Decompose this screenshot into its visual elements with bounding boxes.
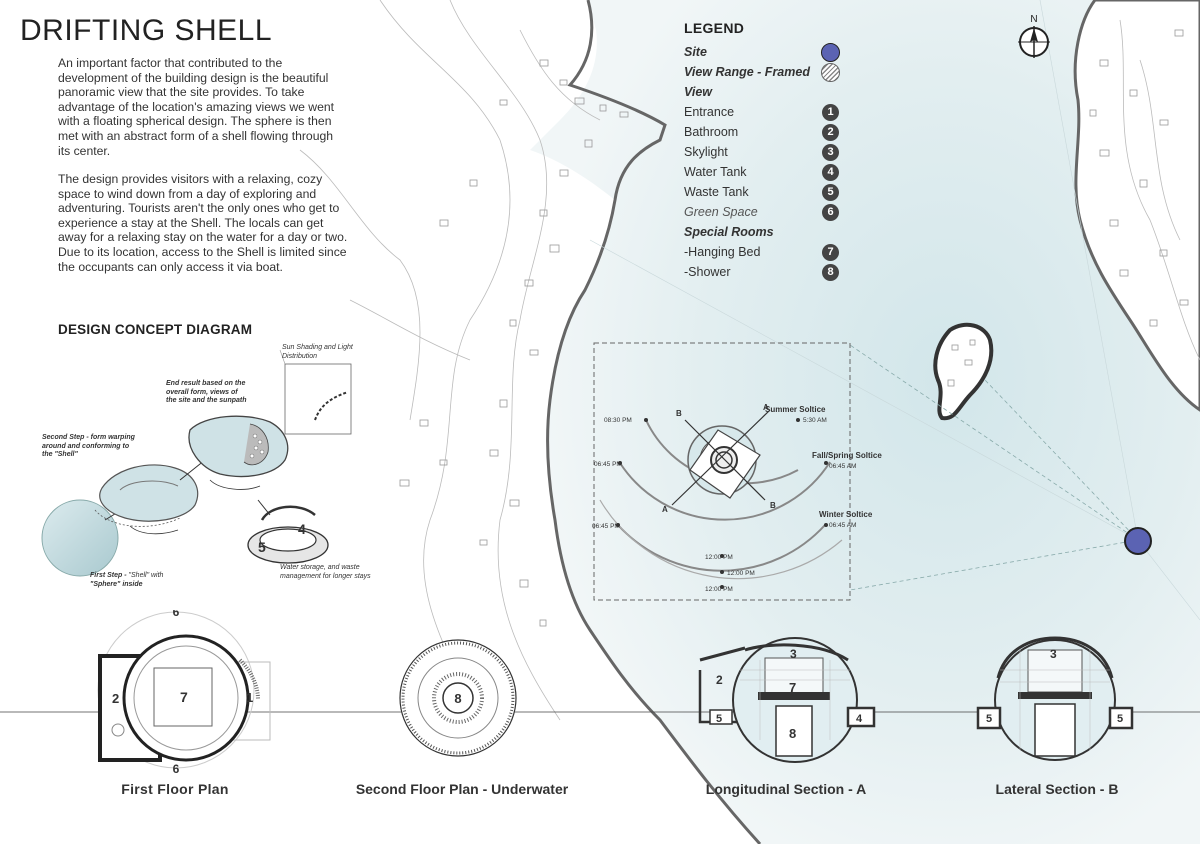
- winter-label: Winter Soltice: [819, 510, 873, 519]
- lateral-section: 3 5 5: [976, 636, 1134, 761]
- number-badge: 3: [822, 144, 839, 161]
- concept-diagram: 4 5: [41, 349, 352, 577]
- pm-winter: 06:45 PM: [592, 523, 620, 530]
- plan1-num-6-bottom: 6: [173, 762, 180, 776]
- noon-2: 12:00 PM: [727, 570, 755, 577]
- site-dot-icon: [821, 43, 840, 62]
- sectionA-num-5: 5: [716, 713, 722, 725]
- legend-site: Site: [684, 42, 844, 62]
- summer-time: 5:30 AM: [803, 417, 827, 424]
- concept-num-5: 5: [258, 539, 266, 555]
- legend-view-range: View Range - Framed: [684, 62, 844, 82]
- hatch-circle-icon: [821, 63, 840, 82]
- sunpath-frame: [593, 342, 851, 601]
- number-badge: 5: [822, 184, 839, 201]
- number-badge: 4: [822, 164, 839, 181]
- island: [933, 322, 994, 421]
- coastline: [546, 0, 762, 844]
- plan2-num-8: 8: [454, 691, 461, 706]
- note-step-1: First Step - "Shell" with"Sphere" inside: [90, 572, 164, 588]
- section-a-label-top: A: [763, 403, 769, 412]
- number-badge: 6: [822, 204, 839, 221]
- number-badge: 8: [822, 264, 839, 281]
- number-badge: 1: [822, 104, 839, 121]
- compass-north-label: N: [1030, 14, 1037, 25]
- section-b-label-bottom: B: [770, 501, 776, 510]
- caption-first-floor: First Floor Plan: [121, 781, 228, 797]
- sectionA-num-4: 4: [856, 713, 863, 725]
- sectionB-num-3: 3: [1050, 647, 1057, 661]
- second-floor-plan: 8: [399, 639, 517, 757]
- concept-heading: DESIGN CONCEPT DIAGRAM: [58, 322, 253, 337]
- first-floor-plan: 6 6 2 7 1: [97, 610, 271, 776]
- longitudinal-section: 2 3 7 8 5 4: [698, 637, 876, 763]
- legend-title: LEGEND: [684, 20, 745, 36]
- land-roads: [299, 0, 1200, 721]
- caption-second-floor: Second Floor Plan - Underwater: [356, 781, 569, 797]
- sectionA-num-2: 2: [716, 673, 723, 687]
- site-marker: [1124, 527, 1152, 555]
- summer-label: Summer Soltice: [765, 405, 826, 414]
- sectionB-num-5-left: 5: [986, 713, 992, 725]
- fall-label: Fall/Spring Soltice: [812, 451, 882, 460]
- noon-1: 12:00 PM: [705, 554, 733, 561]
- plan1-num-6-top: 6: [173, 610, 180, 619]
- sectionB-num-5-right: 5: [1117, 713, 1123, 725]
- plan1-num-1: 1: [246, 690, 253, 705]
- caption-longitudinal: Longitudinal Section - A: [706, 781, 866, 797]
- number-badge: 7: [822, 244, 839, 261]
- noon-3: 12:00 PM: [705, 586, 733, 593]
- page-title: DRIFTING SHELL: [20, 14, 273, 47]
- sectionA-num-7: 7: [789, 680, 796, 695]
- sphere-step-1: [41, 499, 119, 577]
- pm-summer: 08:30 PM: [604, 417, 632, 424]
- land-buildings: [399, 29, 1189, 627]
- sun-shading-box: [284, 363, 352, 435]
- sunpath-building: [687, 425, 761, 499]
- section-b-label-top: B: [676, 409, 682, 418]
- plan1-num-2: 2: [112, 691, 119, 706]
- plan1-num-7: 7: [180, 689, 188, 705]
- legend: LEGEND Site View Range - Framed View Ent…: [684, 20, 844, 282]
- plans-sections: 6 6 2 7 1 First Floor Plan 8 Second Floo…: [97, 610, 1134, 797]
- number-badge: 2: [822, 124, 839, 141]
- view-cone: [849, 344, 1139, 591]
- shell-step-2: [99, 464, 199, 522]
- compass: N: [1018, 14, 1050, 58]
- intro-paragraph-2: The design provides visitors with a rela…: [58, 172, 348, 274]
- fall-time: 06:45 AM: [829, 463, 856, 470]
- section-a-label-bottom: A: [662, 505, 668, 514]
- shell-end-result: [188, 415, 289, 478]
- sectionA-num-3: 3: [790, 647, 797, 661]
- pm-fall: 06:45 PM: [594, 461, 622, 468]
- legend-special-title: Special Rooms: [684, 225, 774, 239]
- legend-view-range-2: View: [684, 85, 713, 99]
- sectionA-num-8: 8: [789, 726, 796, 741]
- caption-lateral: Lateral Section - B: [996, 781, 1119, 797]
- concept-num-4: 4: [298, 521, 306, 537]
- water-body: [530, 0, 1200, 844]
- intro-paragraph-1: An important factor that contributed to …: [58, 56, 335, 158]
- section-lines: [671, 409, 771, 506]
- winter-time: 06:45 AM: [829, 522, 856, 529]
